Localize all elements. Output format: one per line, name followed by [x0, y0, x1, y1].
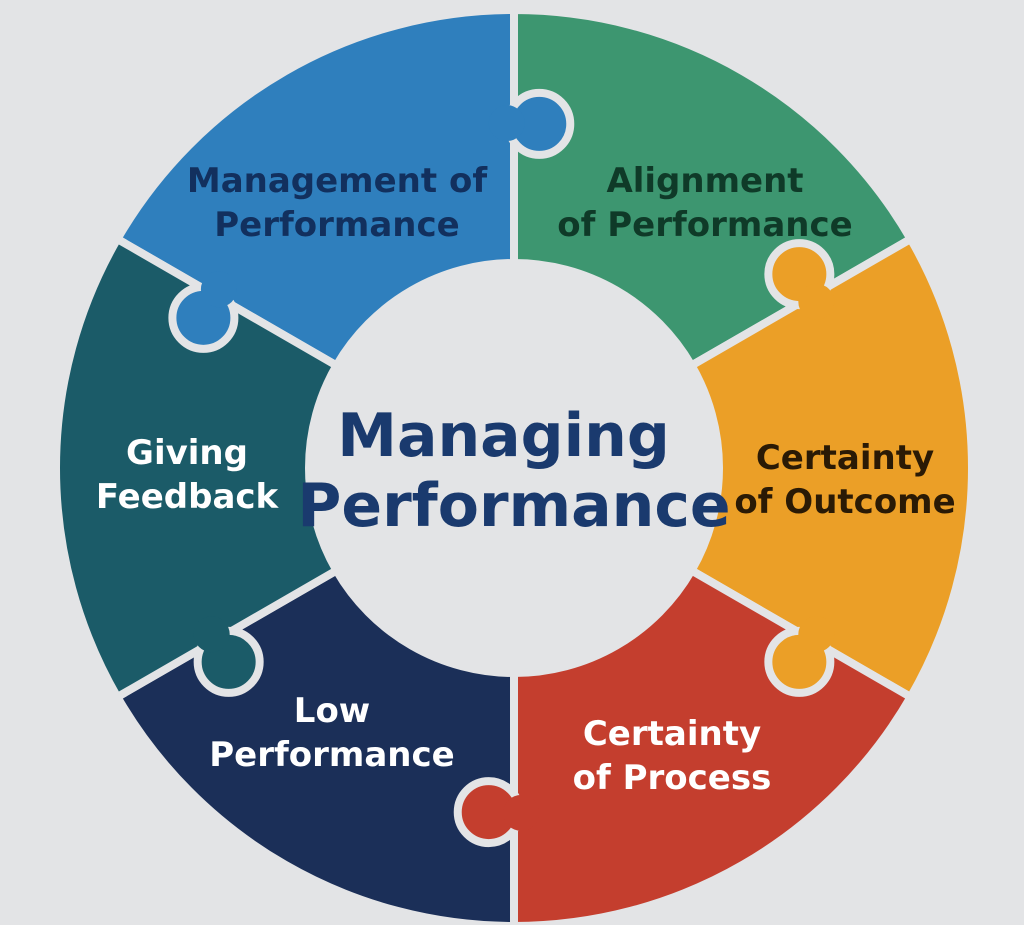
connector-neck-6 — [200, 271, 237, 308]
connector-neck-2 — [798, 283, 835, 320]
connector-neck-1 — [488, 105, 525, 142]
label-outcome-line-1: Certainty — [756, 438, 934, 478]
connector-neck-5 — [193, 616, 230, 653]
segment-outcome — [687, 235, 976, 701]
label-process-line-2: of Process — [573, 758, 772, 798]
center-hub — [313, 267, 715, 669]
label-management-line-2: Performance — [214, 205, 459, 245]
segment-feedback — [52, 235, 341, 701]
puzzle-connector-knobs — [168, 88, 835, 848]
label-process-line-1: Certainty — [583, 714, 761, 754]
connector-neck-4 — [503, 794, 540, 831]
label-low-line-1: Low — [294, 691, 370, 731]
center-title-line-1: Managing — [337, 401, 670, 471]
center-title: Managing Performance — [297, 401, 730, 541]
label-feedback-line-1: Giving — [126, 433, 248, 473]
label-alignment-line-2: of Performance — [557, 205, 852, 245]
label-management-line-1: Management of — [187, 161, 488, 201]
label-low-line-2: Performance — [209, 735, 454, 775]
label-outcome-line-2: of Outcome — [734, 482, 955, 522]
center-title-line-2: Performance — [297, 471, 730, 541]
label-feedback-line-2: Feedback — [96, 477, 280, 517]
label-alignment-line-1: Alignment — [606, 161, 803, 201]
connector-neck-3 — [798, 616, 835, 653]
